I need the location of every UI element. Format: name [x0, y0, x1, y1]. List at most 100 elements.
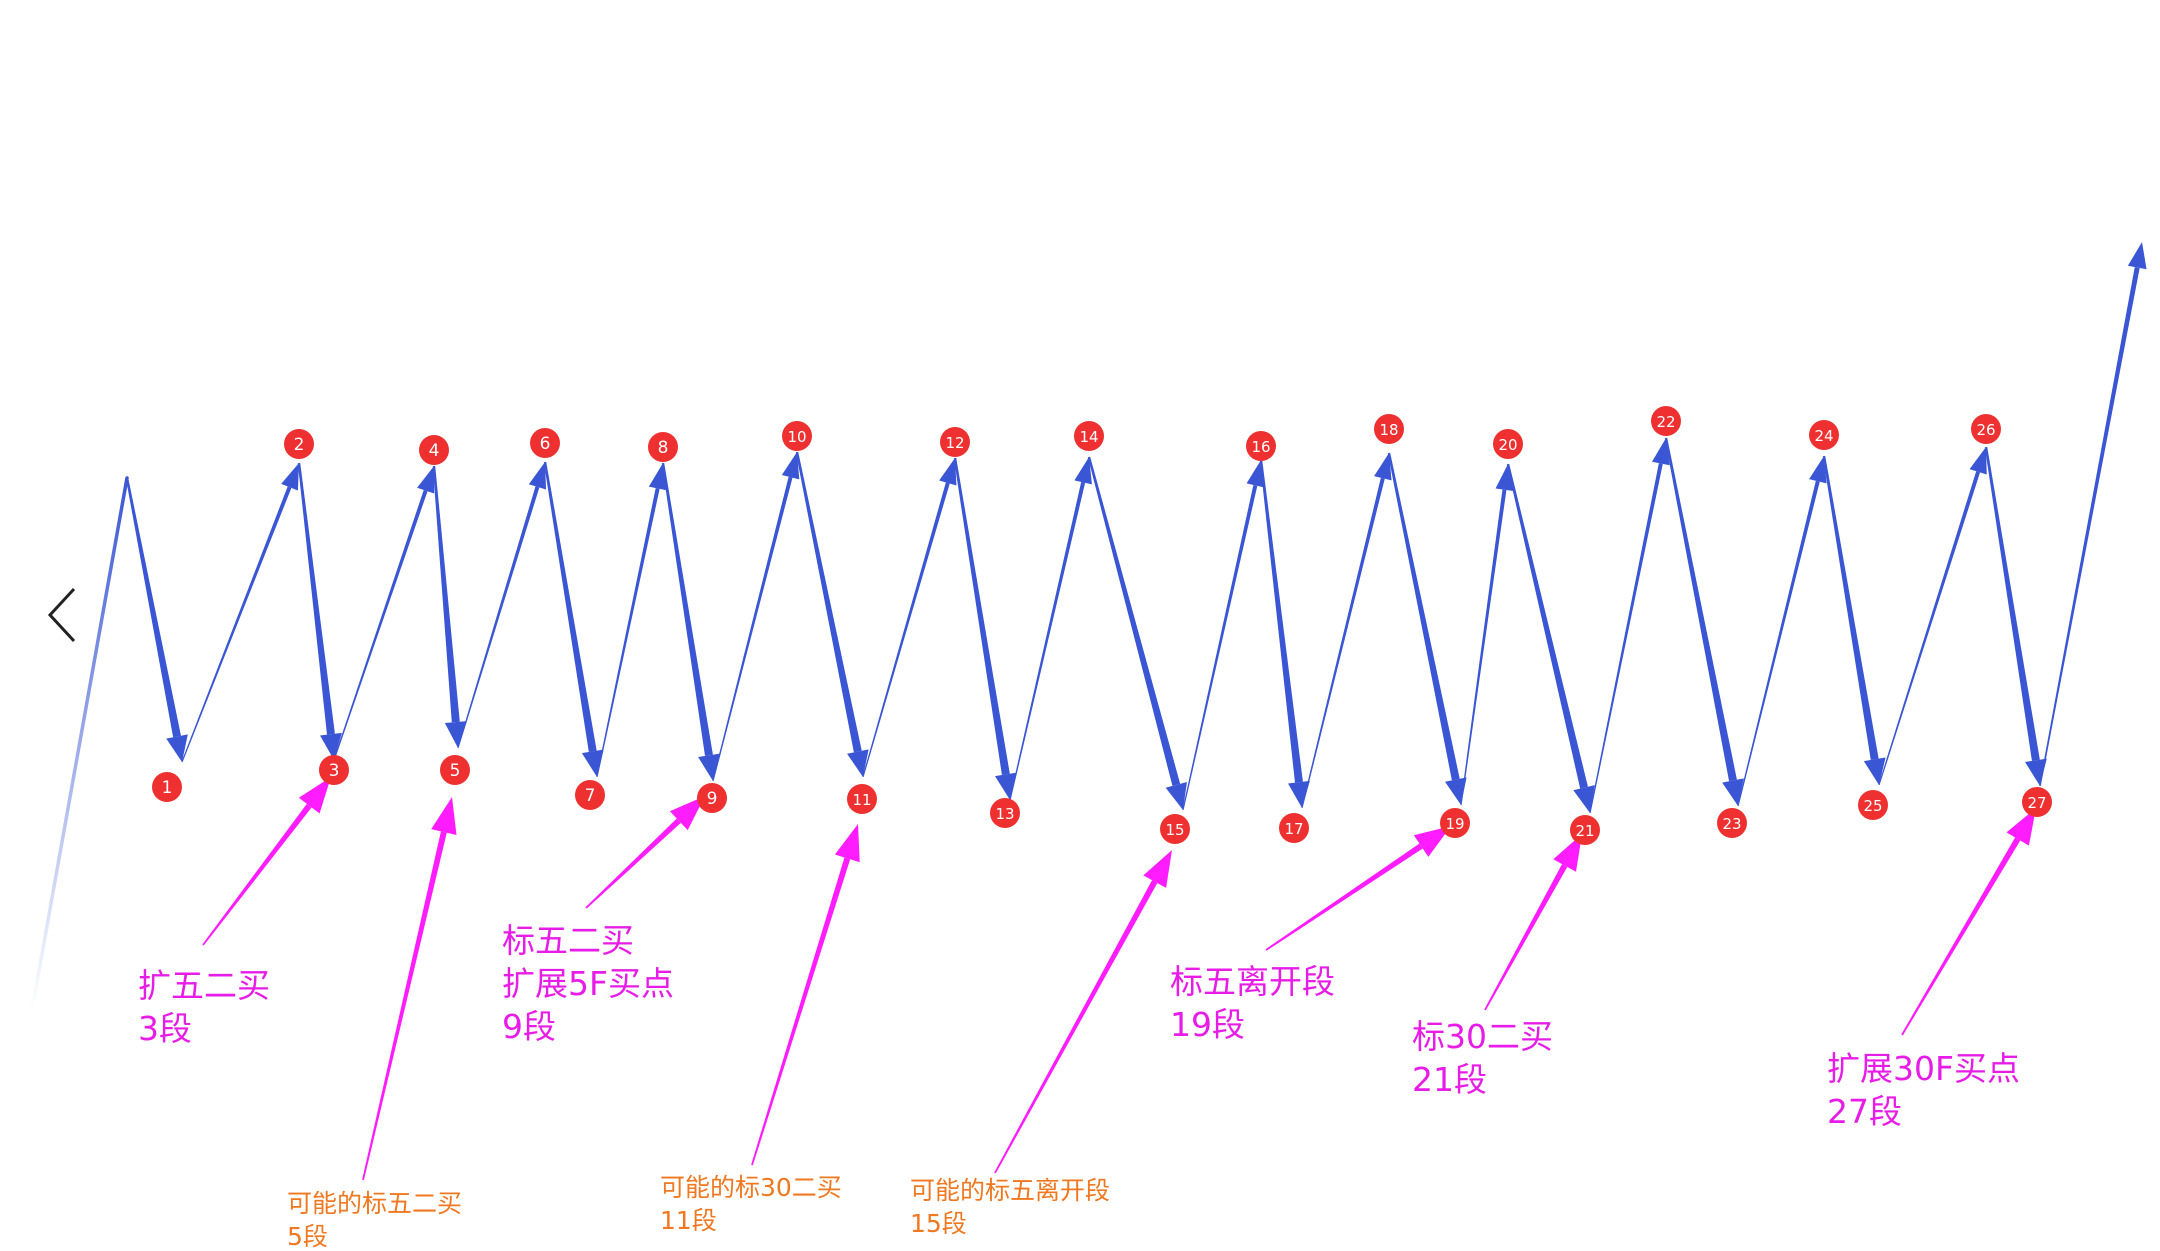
segment-2-shaft [181, 486, 292, 763]
point-marker-6: 6 [530, 428, 560, 458]
segment-16-head [1246, 460, 1265, 488]
segment-4-head [417, 466, 435, 494]
callout-arrow-19-head [1413, 826, 1451, 857]
marker-dot [575, 780, 605, 810]
segment-14-head [1074, 457, 1092, 485]
marker-label: 4 [429, 441, 440, 461]
annotation-line: 扩五二买 [138, 966, 270, 1005]
point-marker-25: 25 [1858, 790, 1888, 820]
callout-arrow-21-head [1553, 834, 1582, 872]
point-marker-15: 15 [1160, 814, 1190, 844]
point-marker-21: 21 [1570, 815, 1600, 845]
segment-15-head [1165, 782, 1187, 810]
segment-27-shaft [1984, 446, 2040, 761]
annotation-line: 扩展30F买点 [1827, 1049, 2020, 1088]
marker-dot [1858, 790, 1888, 820]
segment-24-head [1809, 456, 1827, 484]
callout-arrow-11-shaft [751, 857, 851, 1166]
segment-22-shaft [1589, 463, 1663, 814]
point-marker-13: 13 [990, 798, 1020, 828]
segment-3-shaft [297, 462, 335, 735]
segment-2-head [281, 463, 299, 491]
marker-label: 24 [1814, 427, 1833, 445]
annotation-line: 19段 [1170, 1005, 1245, 1044]
point-marker-16: 16 [1246, 431, 1276, 461]
segment-9-shaft [661, 462, 713, 756]
marker-label: 9 [707, 789, 718, 809]
segment-22-head [1652, 438, 1670, 466]
point-marker-3: 3 [319, 755, 349, 785]
marker-dot [1374, 414, 1404, 444]
callout-arrow-15-head [1143, 850, 1172, 888]
segment-15-shaft [1087, 456, 1181, 786]
marker-label: 8 [658, 438, 669, 458]
marker-dot [782, 421, 812, 451]
annotation-line: 9段 [502, 1007, 556, 1046]
annotation-line: 可能的标五二买 [287, 1189, 462, 1218]
segment-8-shaft [596, 488, 660, 778]
marker-label: 5 [450, 761, 461, 781]
annotation-line: 扩展5F买点 [502, 964, 674, 1003]
segments-layer [30, 242, 2147, 1012]
marker-label: 17 [1284, 820, 1303, 838]
callout-arrow-3-shaft [202, 803, 312, 946]
marker-dot [648, 432, 678, 462]
marker-dot [530, 428, 560, 458]
point-markers-layer: 1234567891011121314151617181920212223242… [152, 406, 2052, 845]
annotation-line: 5段 [287, 1222, 328, 1251]
segment-23-head [1722, 778, 1744, 806]
marker-label: 19 [1445, 815, 1464, 833]
marker-dot [1971, 414, 2001, 444]
chevron-left-icon[interactable] [44, 585, 84, 645]
marker-dot [1809, 420, 1839, 450]
segment-5-shaft [432, 465, 460, 723]
callout-arrow-9-shaft [585, 818, 681, 909]
marker-label: 12 [945, 434, 964, 452]
marker-label: 7 [585, 786, 596, 806]
segment-3-head [320, 732, 342, 760]
segment-1-shaft [125, 477, 181, 738]
callout-arrow-27-head [2006, 808, 2036, 846]
callout-arrow-15-shaft [994, 880, 1158, 1174]
point-marker-2: 2 [284, 429, 314, 459]
annotation-line: 可能的标30二买 [660, 1173, 842, 1202]
marker-dot [1279, 813, 1309, 843]
segment-17-head [1288, 780, 1310, 808]
marker-dot [1160, 814, 1190, 844]
marker-dot [1717, 808, 1747, 838]
marker-label: 11 [852, 791, 871, 809]
segment-5-head [444, 721, 467, 748]
segment-6-shaft [457, 486, 540, 749]
marker-label: 14 [1079, 428, 1098, 446]
annotation-line: 27段 [1827, 1092, 1902, 1131]
marker-dot [990, 798, 1020, 828]
point-marker-14: 14 [1074, 421, 1104, 451]
point-marker-8: 8 [648, 432, 678, 462]
segment-14-shaft [1009, 481, 1086, 801]
annotation-line: 标五二买 [502, 921, 634, 960]
point-marker-18: 18 [1374, 414, 1404, 444]
segment-10-head [781, 452, 800, 480]
marker-label: 22 [1656, 413, 1675, 431]
segment-6-head [528, 462, 547, 490]
point-marker-24: 24 [1809, 420, 1839, 450]
point-marker-1: 1 [152, 772, 182, 802]
marker-label: 27 [2027, 794, 2046, 812]
point-marker-7: 7 [575, 780, 605, 810]
marker-dot [1074, 421, 1104, 451]
marker-label: 20 [1498, 436, 1517, 454]
segment-25-head [1863, 757, 1886, 785]
marker-dot [2022, 787, 2052, 817]
marker-label: 21 [1575, 822, 1594, 840]
marker-dot [440, 755, 470, 785]
annotation-line: 21段 [1412, 1060, 1487, 1099]
marker-label: 16 [1251, 438, 1270, 456]
marker-dot [419, 435, 449, 465]
segment-13-shaft [953, 457, 1010, 775]
segment-19-shaft [1387, 452, 1460, 781]
